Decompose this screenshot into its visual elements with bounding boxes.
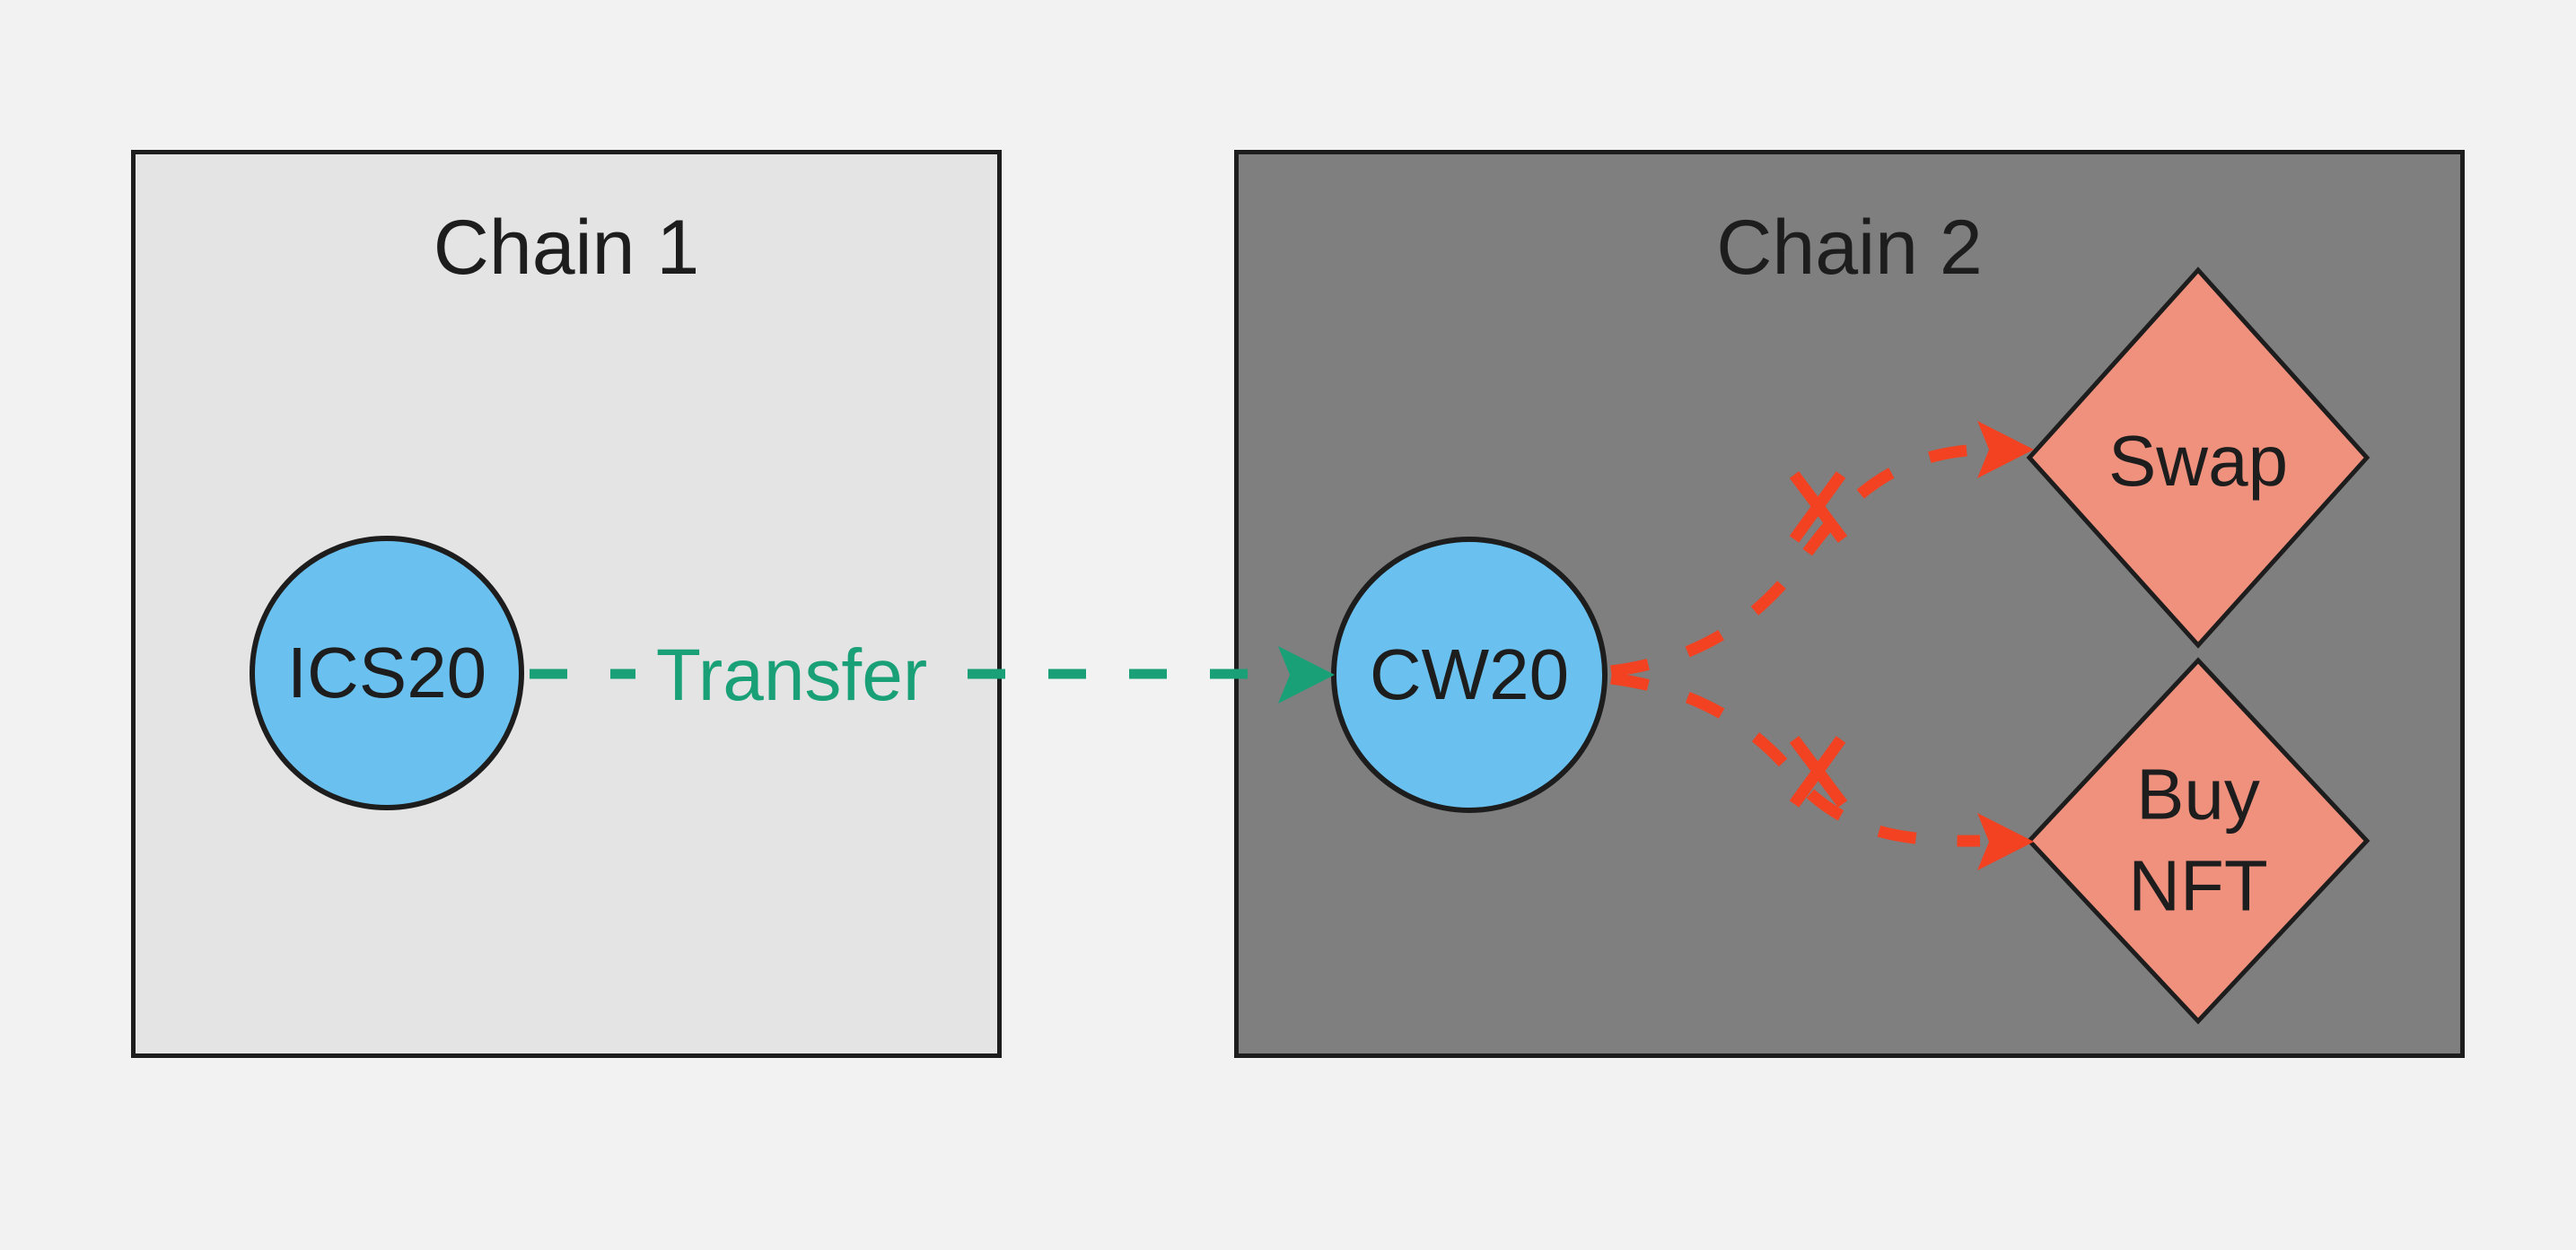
swap-diamond-label: Swap bbox=[2107, 421, 2289, 502]
buy-nft-diamond-label: Buy NFT bbox=[2128, 754, 2268, 925]
transfer-edge-label: Transfer bbox=[655, 634, 928, 716]
chain1-title: Chain 1 bbox=[433, 205, 700, 291]
cw20-node: CW20 bbox=[1331, 537, 1608, 813]
cw20-node-label: CW20 bbox=[1369, 634, 1570, 714]
ics20-node: ICS20 bbox=[250, 536, 524, 810]
ics20-node-label: ICS20 bbox=[286, 633, 487, 712]
chain2-title: Chain 2 bbox=[1716, 205, 1983, 291]
